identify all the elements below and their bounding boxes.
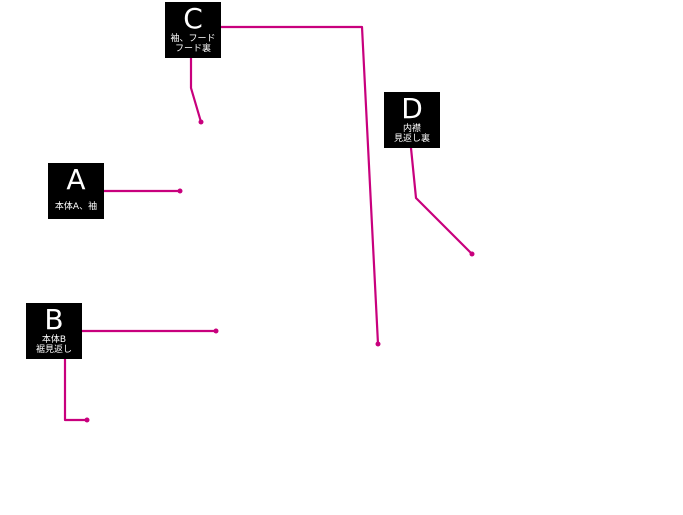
label-box-a: A 本体A、袖	[48, 163, 104, 219]
label-b-letter: B	[44, 303, 64, 336]
leader-line-b-main	[80, 328, 219, 334]
leader-dot-c-hood	[375, 341, 381, 347]
label-d-line-1: 内襟	[402, 124, 421, 134]
label-c-line-2: フード裏	[174, 44, 211, 54]
label-a-letter: A	[66, 163, 86, 196]
leader-dot-d	[469, 251, 475, 257]
label-c-line-1: 袖、フード	[170, 34, 216, 44]
leader-line-a	[102, 188, 183, 194]
leader-line-d	[409, 146, 475, 257]
label-box-c: C 袖、フード フード裏	[165, 2, 221, 58]
label-d-letter: D	[401, 92, 423, 125]
leader-dot-b-hem	[84, 417, 90, 423]
leader-dot-c-sleeve	[198, 119, 204, 125]
label-b-line-2: 裾見返し	[35, 345, 72, 355]
label-a-line-1: 本体A、袖	[54, 202, 98, 212]
label-box-b: B 本体B 裾見返し	[26, 303, 82, 359]
label-c-letter: C	[183, 2, 203, 35]
leader-line-c-hood	[219, 25, 381, 347]
leader-dot-a	[177, 188, 183, 194]
label-b-line-1: 本体B	[41, 335, 67, 345]
leader-line-b-hem	[63, 357, 90, 423]
leader-dot-b-main	[213, 328, 219, 334]
leader-line-c-sleeve	[189, 56, 204, 125]
label-box-d: D 内襟 見返し裏	[384, 92, 440, 148]
label-d-line-2: 見返し裏	[393, 134, 430, 144]
